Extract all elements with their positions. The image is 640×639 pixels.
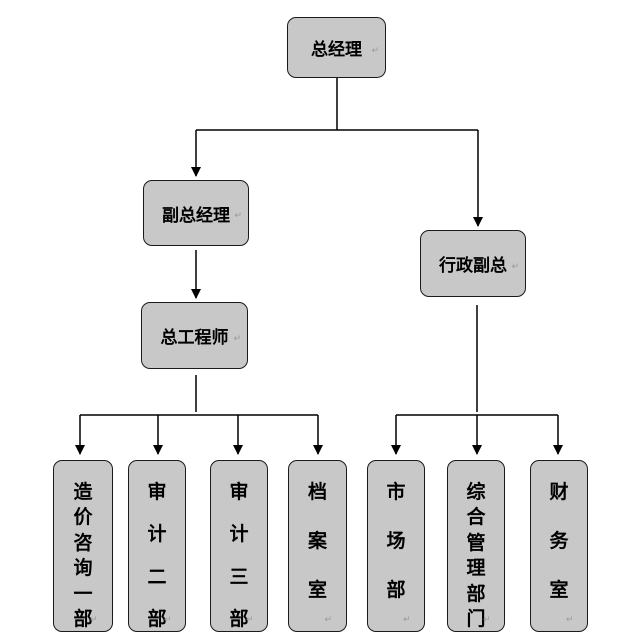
return-mark: ↵ [511,261,519,272]
node-label: 行政副总 [439,256,507,276]
node-label: 造价咨询一部 [73,481,93,631]
return-mark: ↵ [233,333,241,344]
node-label: 综合管理部门 [466,481,486,631]
node-dept1: 造价咨询一部↵ [53,460,113,632]
node-dept3: 审计三部↵ [210,460,268,632]
node-chief-engineer: 总工程师 ↵ [141,302,248,369]
node-dept2: 审计二部↵ [128,460,186,632]
node-archive: 档案室 ↵ [288,460,347,632]
node-label: 审计二部 [147,481,167,631]
return-mark: ↵ [566,615,574,625]
return-mark: ↵ [371,45,379,56]
node-label: 总经理 [311,40,362,60]
node-label: 副总经理 [162,205,230,226]
node-label: 审计三部 [229,481,249,631]
node-finance: 财务室 ↵ [530,460,588,632]
return-mark: ↵ [403,615,411,625]
node-label: 总工程师 [160,328,229,348]
node-label: 市场部 [386,481,406,601]
node-deputy: 副总经理 ↵ [143,180,249,246]
return-mark: ↵ [483,615,491,625]
return-mark: ↵ [234,211,242,221]
node-label: 档案室 [307,481,327,601]
return-mark: ↵ [324,615,333,625]
return-mark: ↵ [90,615,98,625]
return-mark: ↵ [164,615,172,625]
node-general: 综合管理部门↵ [447,460,505,632]
node-ceo: 总经理 ↵ [287,17,386,78]
node-admin: 行政副总 ↵ [420,230,526,297]
node-label: 财务室 [549,481,569,601]
return-mark: ↵ [246,615,254,625]
node-market: 市场部 ↵ [367,460,425,632]
